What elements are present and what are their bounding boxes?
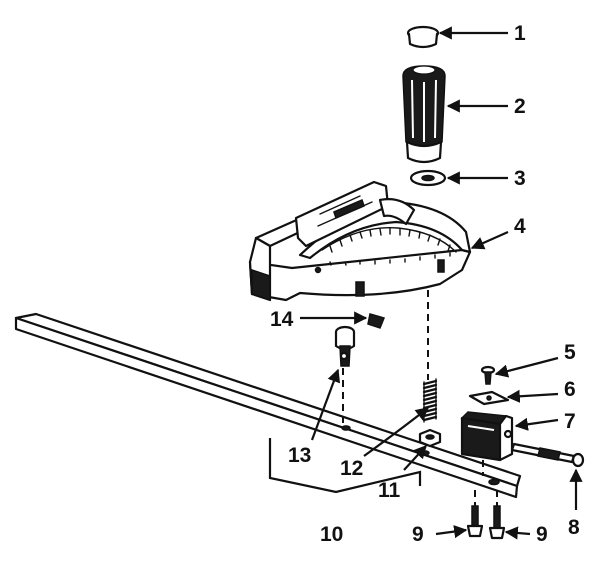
part-10-guide-bar	[14, 312, 522, 499]
degree-scale	[329, 227, 451, 266]
part-1-cap	[406, 25, 440, 49]
callout-9-right: 9	[536, 523, 548, 546]
callout-7: 7	[564, 410, 576, 433]
part-5-screw	[480, 365, 496, 385]
alignment-lines	[342, 290, 498, 506]
callout-5: 5	[564, 341, 576, 364]
callout-4: 4	[514, 215, 526, 238]
callout-10: 10	[320, 523, 343, 546]
part-9-bolt-right	[488, 505, 506, 540]
part-10-bracket	[268, 438, 422, 494]
callout-3: 3	[514, 167, 526, 190]
part-13-stop-pin	[334, 325, 356, 367]
part-7-clamp-block	[460, 411, 514, 462]
callout-8: 8	[568, 516, 580, 539]
part-11-nut	[418, 428, 442, 448]
callout-14: 14	[270, 308, 294, 331]
part-8-lock-rod	[510, 442, 585, 468]
callouts: 1 2 3 4 5 6 7 8 9 9 10 11 12 13 14	[270, 22, 580, 546]
callout-12: 12	[340, 457, 363, 480]
part-14-set-screw	[367, 313, 386, 329]
leader-lines	[300, 26, 583, 540]
callout-11: 11	[378, 479, 401, 502]
callout-2: 2	[514, 95, 526, 118]
callout-1: 1	[514, 22, 526, 45]
part-12-spring	[422, 378, 438, 423]
part-6-pointer	[468, 390, 510, 406]
callout-13: 13	[288, 444, 311, 467]
part-3-washer	[409, 169, 447, 187]
part-2-handle	[402, 65, 446, 164]
callout-9-left: 9	[412, 523, 424, 546]
part-9-bolt-left	[466, 505, 484, 538]
part-4-miter-body	[248, 180, 472, 302]
callout-6: 6	[564, 378, 576, 401]
